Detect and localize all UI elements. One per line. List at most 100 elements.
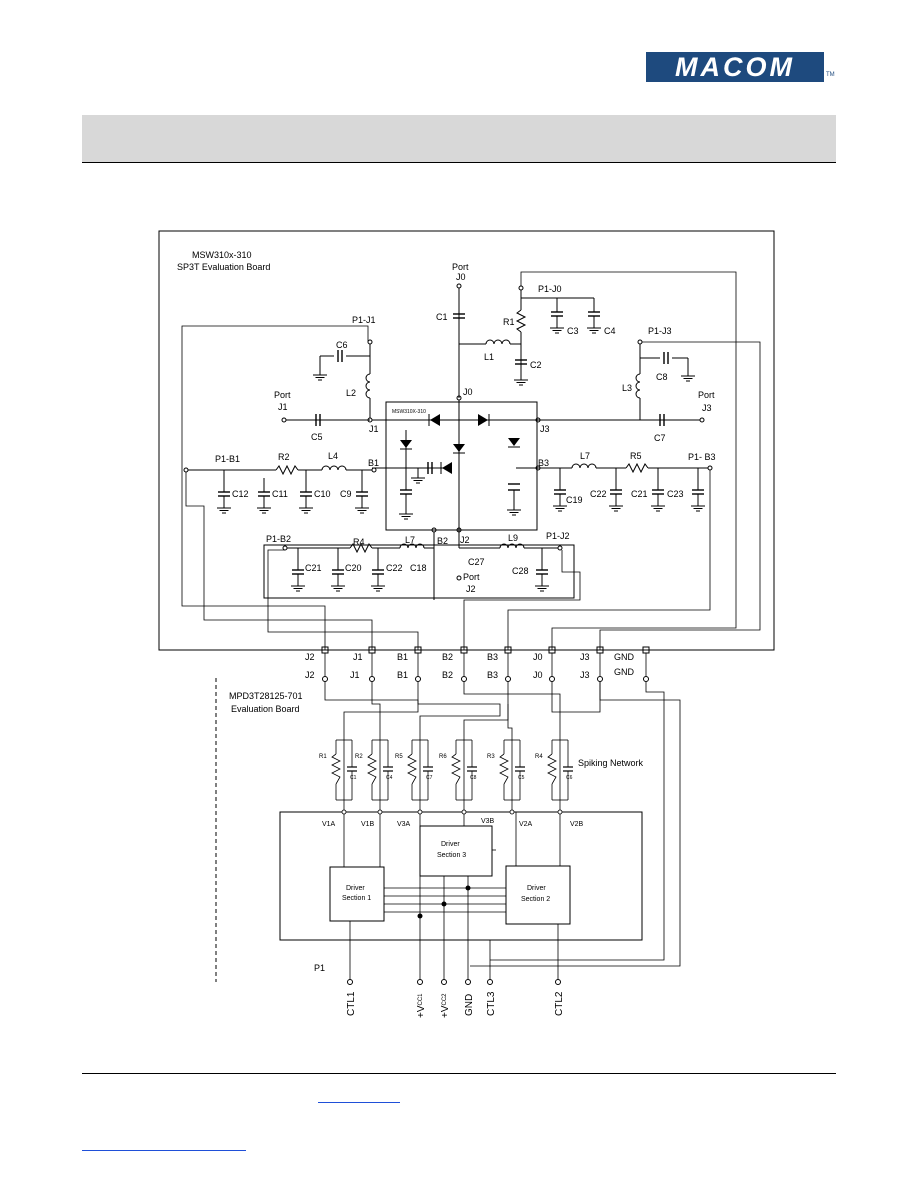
- spike-cap-label: C8: [470, 775, 477, 781]
- svg-text:R2: R2: [278, 452, 290, 462]
- svg-text:C19: C19: [566, 495, 583, 505]
- svg-text:J0: J0: [533, 652, 543, 662]
- spike-resistor-label: R5: [395, 754, 403, 760]
- p1-label: P1: [314, 963, 325, 973]
- svg-text:C6: C6: [336, 340, 348, 350]
- port-j3-name: J3: [702, 403, 712, 413]
- macom-logo: MACOM TM: [646, 52, 836, 82]
- footer-rule: [82, 1073, 836, 1074]
- svg-text:J2: J2: [460, 535, 470, 545]
- svg-text:R1: R1: [503, 317, 515, 327]
- svg-text:P1-J1: P1-J1: [352, 315, 376, 325]
- svg-text:Driver: Driver: [346, 885, 365, 892]
- footer-link-underline-2[interactable]: [82, 1150, 246, 1151]
- port-j3-label: Port: [698, 390, 715, 400]
- svg-text:GND: GND: [614, 667, 635, 677]
- driver-section-2: [505, 865, 571, 925]
- svg-text:Driver: Driver: [441, 841, 460, 848]
- svg-text:C11: C11: [272, 489, 288, 499]
- svg-text:P1- B3: P1- B3: [688, 452, 716, 462]
- spike-cap-label: C4: [386, 775, 393, 781]
- svg-text:B1: B1: [368, 458, 379, 468]
- svg-text:C9: C9: [340, 489, 352, 499]
- svg-text:L9: L9: [508, 533, 518, 543]
- svg-text:Section 1: Section 1: [342, 895, 371, 902]
- svg-text:R5: R5: [630, 451, 642, 461]
- switch-chip: [385, 401, 538, 531]
- svg-text:C18: C18: [410, 563, 427, 573]
- port-j1-label: Port: [274, 390, 291, 400]
- svg-text:J2: J2: [305, 652, 315, 662]
- svg-text:J1: J1: [353, 652, 363, 662]
- spike-resistor-label: R1: [319, 754, 327, 760]
- spike-cap-label: C7: [426, 775, 433, 781]
- board-connector-top: J2 J1 B1 B2 B3 J0 J3 GND: [305, 646, 650, 662]
- ctl3-pin: CTL3: [486, 991, 497, 1016]
- svg-text:J3: J3: [580, 670, 590, 680]
- driver-section-3: [419, 825, 493, 877]
- svg-text:L7: L7: [580, 451, 590, 461]
- svg-text:R4: R4: [353, 537, 365, 547]
- svg-text:C10: C10: [314, 489, 331, 499]
- svg-text:C2: C2: [530, 360, 542, 370]
- spike-cap-label: C1: [350, 775, 357, 781]
- svg-text:C21: C21: [305, 563, 322, 573]
- svg-text:P1-J3: P1-J3: [648, 326, 672, 336]
- svg-text:C7: C7: [654, 433, 666, 443]
- svg-text:C27: C27: [468, 557, 485, 567]
- svg-text:V2A: V2A: [519, 821, 533, 828]
- svg-text:C3: C3: [567, 326, 579, 336]
- logo-text: MACOM: [646, 52, 824, 82]
- spike-cap-label: C6: [566, 775, 573, 781]
- driver-connector: J2 J1 B1 B2 B3 J0 J3 GND: [305, 653, 649, 682]
- svg-text:C1: C1: [436, 312, 448, 322]
- svg-text:V1B: V1B: [361, 821, 375, 828]
- svg-text:C22: C22: [590, 489, 607, 499]
- spike-resistor-label: R2: [355, 754, 363, 760]
- spike-resistor-label: R6: [439, 754, 447, 760]
- ctl1-pin: CTL1: [346, 991, 357, 1016]
- vcc1-pin: +VCC1: [416, 993, 427, 1018]
- gnd-pin: GND: [464, 994, 475, 1016]
- header-band: [82, 115, 836, 163]
- driver-board-outline: [279, 811, 643, 941]
- svg-text:V3B: V3B: [481, 818, 495, 825]
- svg-text:C8: C8: [656, 372, 668, 382]
- spiking-network: Spiking Network: [578, 758, 644, 768]
- svg-text:C21: C21: [631, 489, 648, 499]
- driver-board-title: MPD3T28125-701: [229, 691, 303, 701]
- port-j0-name: J0: [456, 272, 466, 282]
- sp3t-board-title: MSW310x-310: [192, 250, 252, 260]
- driver-section-1: [329, 866, 385, 922]
- svg-text:C20: C20: [345, 563, 362, 573]
- svg-text:L4: L4: [328, 451, 338, 461]
- svg-text:L7: L7: [405, 535, 415, 545]
- svg-text:Section 2: Section 2: [521, 896, 550, 903]
- svg-text:L3: L3: [622, 383, 632, 393]
- svg-text:Section 3: Section 3: [437, 852, 466, 859]
- svg-text:P1-J0: P1-J0: [538, 284, 562, 294]
- port-j2-label: Port: [463, 572, 480, 582]
- svg-text:V3A: V3A: [397, 821, 411, 828]
- svg-text:B1: B1: [397, 652, 408, 662]
- svg-text:B3: B3: [487, 670, 498, 680]
- driver-board-subtitle: Evaluation Board: [231, 704, 300, 714]
- footer-link-underline[interactable]: [318, 1102, 400, 1103]
- svg-text:L2: L2: [346, 388, 356, 398]
- spike-resistor-label: R3: [487, 754, 495, 760]
- svg-text:J3: J3: [580, 652, 590, 662]
- svg-text:B2: B2: [442, 670, 453, 680]
- svg-text:C5: C5: [311, 432, 323, 442]
- svg-text:J3: J3: [540, 424, 550, 434]
- svg-text:B2: B2: [437, 536, 448, 546]
- svg-text:J0: J0: [463, 387, 473, 397]
- svg-text:C12: C12: [232, 489, 249, 499]
- chip-label: MSW310X-310: [392, 409, 426, 415]
- svg-text:L1: L1: [484, 352, 494, 362]
- spike-cap-label: C5: [518, 775, 525, 781]
- spike-resistor-label: R4: [535, 754, 543, 760]
- svg-text:V2B: V2B: [570, 821, 584, 828]
- port-j0-label: Port: [452, 262, 469, 272]
- svg-text:C28: C28: [512, 566, 529, 576]
